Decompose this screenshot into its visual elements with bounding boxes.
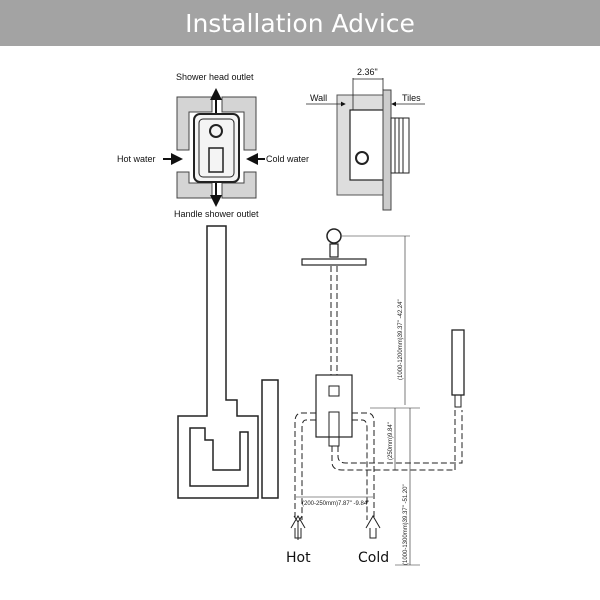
head-height-dimension: (1000-1200mm)39.37" -42.24" <box>398 299 404 380</box>
hose-height-dimension: (1000-1300mm)39.37" -51.20" <box>403 484 409 565</box>
hot-inlet-label: Hot <box>286 550 311 566</box>
cold-inlet-label: Cold <box>358 550 389 566</box>
faucet-profile <box>177 225 279 499</box>
depth-dimension: 2.36" <box>357 67 378 77</box>
valve-to-hose-dimension: (250mm)9.84" <box>388 422 394 460</box>
header-banner: Installation Advice <box>0 0 600 46</box>
installation-layout <box>290 228 465 566</box>
wall-label: Wall <box>310 93 327 103</box>
cold-water-label: Cold water <box>266 154 309 164</box>
tiles-label: Tiles <box>402 93 421 103</box>
shower-head-outlet-label: Shower head outlet <box>176 72 254 82</box>
inlet-spacing-dimension: (200-250mm)7.87" -9.84" <box>302 501 369 507</box>
valve-side-view: 2.36" Wall Tiles <box>306 67 425 211</box>
header-title: Installation Advice <box>185 8 415 38</box>
hot-water-label: Hot water <box>117 154 156 164</box>
handle-shower-outlet-label: Handle shower outlet <box>174 209 259 219</box>
valve-front-view: Shower head outlet Handle shower outlet … <box>117 72 309 219</box>
